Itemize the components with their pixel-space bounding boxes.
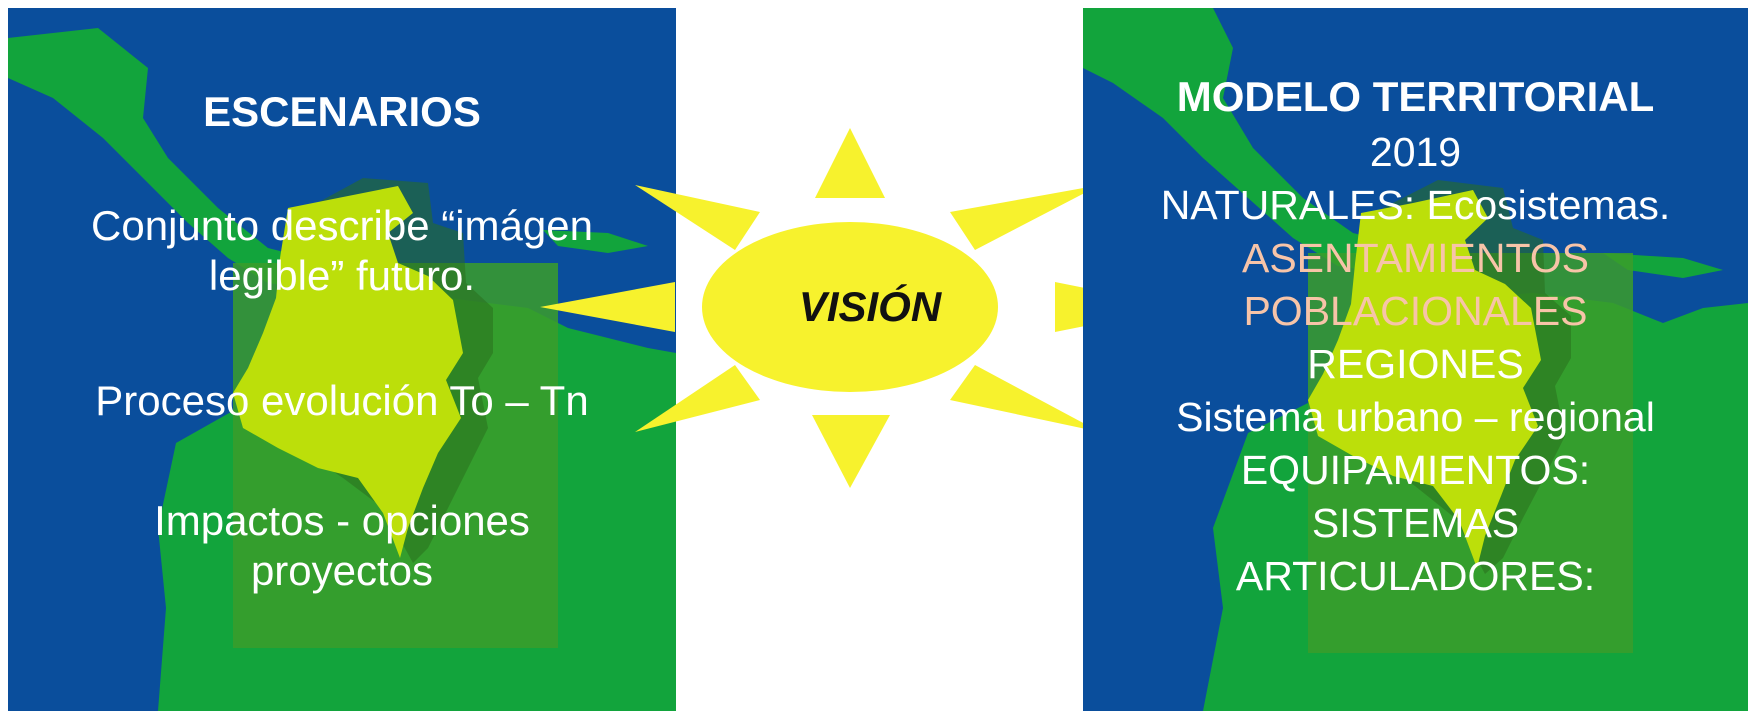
sun-core [702, 222, 998, 392]
modelo-line-regiones: REGIONES [1307, 341, 1524, 387]
sun-ray-top-left [635, 185, 760, 250]
escenarios-line-2: legible” futuro. [208, 252, 476, 299]
modelo-territorial-panel: MODELO TERRITORIAL 2019 NATURALES: Ecosi… [1083, 8, 1748, 711]
vision-sun [540, 128, 1100, 488]
modelo-line-asentamientos: ASENTAMIENTOS [1241, 235, 1590, 281]
colombia-shape [233, 186, 463, 558]
sun-ray-top [815, 128, 885, 198]
colombia-shape [1308, 190, 1541, 568]
modelo-line-articuladores: ARTICULADORES: [1235, 553, 1596, 599]
vision-label: VISIÓN [798, 283, 942, 330]
escenarios-line-1: Conjunto describe “imágen [91, 202, 593, 249]
map-background [8, 28, 676, 711]
modelo-line-poblacionales: POBLACIONALES [1243, 288, 1588, 334]
sun-ray-bottom-left [635, 365, 760, 432]
map-background [1083, 8, 1748, 711]
modelo-line-naturales: NATURALES: Ecosistemas. [1160, 182, 1671, 228]
escenarios-line-4: Impactos - opciones [154, 497, 530, 544]
central-america-landmass [8, 28, 348, 288]
escenarios-line-3: Proceso evolución To – Tn [95, 377, 589, 424]
modelo-line-equipamientos: EQUIPAMIENTOS: [1240, 447, 1591, 493]
caribbean-island [543, 230, 648, 253]
sun-ray-top-right [950, 185, 1100, 250]
sun-ray-bottom [812, 415, 890, 488]
escenarios-panel: ESCENARIOS Conjunto describe “imágen leg… [8, 8, 676, 711]
sun-ray-bottom-right [950, 365, 1100, 432]
modelo-line-sistemas: SISTEMAS [1311, 500, 1520, 546]
modelo-line-year: 2019 [1369, 129, 1462, 175]
escenarios-line-5: proyectos [250, 547, 434, 594]
modelo-territorial-title: MODELO TERRITORIAL [1176, 73, 1655, 120]
central-america-landmass [1083, 8, 1428, 273]
sun-ray-left [540, 282, 675, 332]
modelo-line-sistema-urbano: Sistema urbano – regional [1176, 394, 1655, 440]
escenarios-title: ESCENARIOS [203, 88, 481, 135]
